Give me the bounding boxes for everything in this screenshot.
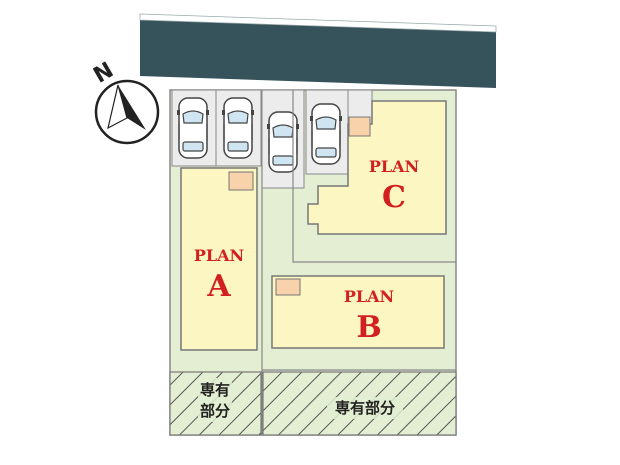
building-plan-b — [271, 275, 445, 349]
plan-a-title: PLAN — [194, 246, 244, 265]
building-plan-a — [180, 167, 258, 351]
plan-b-letter: B — [356, 310, 381, 345]
road — [140, 20, 496, 88]
car-icon — [309, 103, 343, 165]
building-plan-c — [307, 100, 447, 235]
exclusive-left-line2: 部分 — [200, 402, 230, 420]
plan-a-letter: A — [206, 269, 231, 304]
exclusive-left-line1: 専有 — [200, 381, 230, 399]
car-icon — [221, 97, 255, 159]
plan-c-letter: C — [382, 180, 406, 215]
entry-plan-c — [348, 116, 371, 137]
car-icon — [176, 97, 210, 159]
plan-b-title: PLAN — [344, 287, 394, 306]
road-curb — [139, 13, 497, 33]
exclusive-right-label: 専有部分 — [335, 399, 395, 417]
plan-c-title: PLAN — [369, 157, 419, 176]
north-compass-icon: N — [90, 58, 160, 145]
car-icon — [266, 111, 300, 173]
lot-c-boundary — [292, 90, 456, 263]
entry-plan-a — [228, 171, 254, 191]
entry-plan-b — [275, 278, 301, 296]
